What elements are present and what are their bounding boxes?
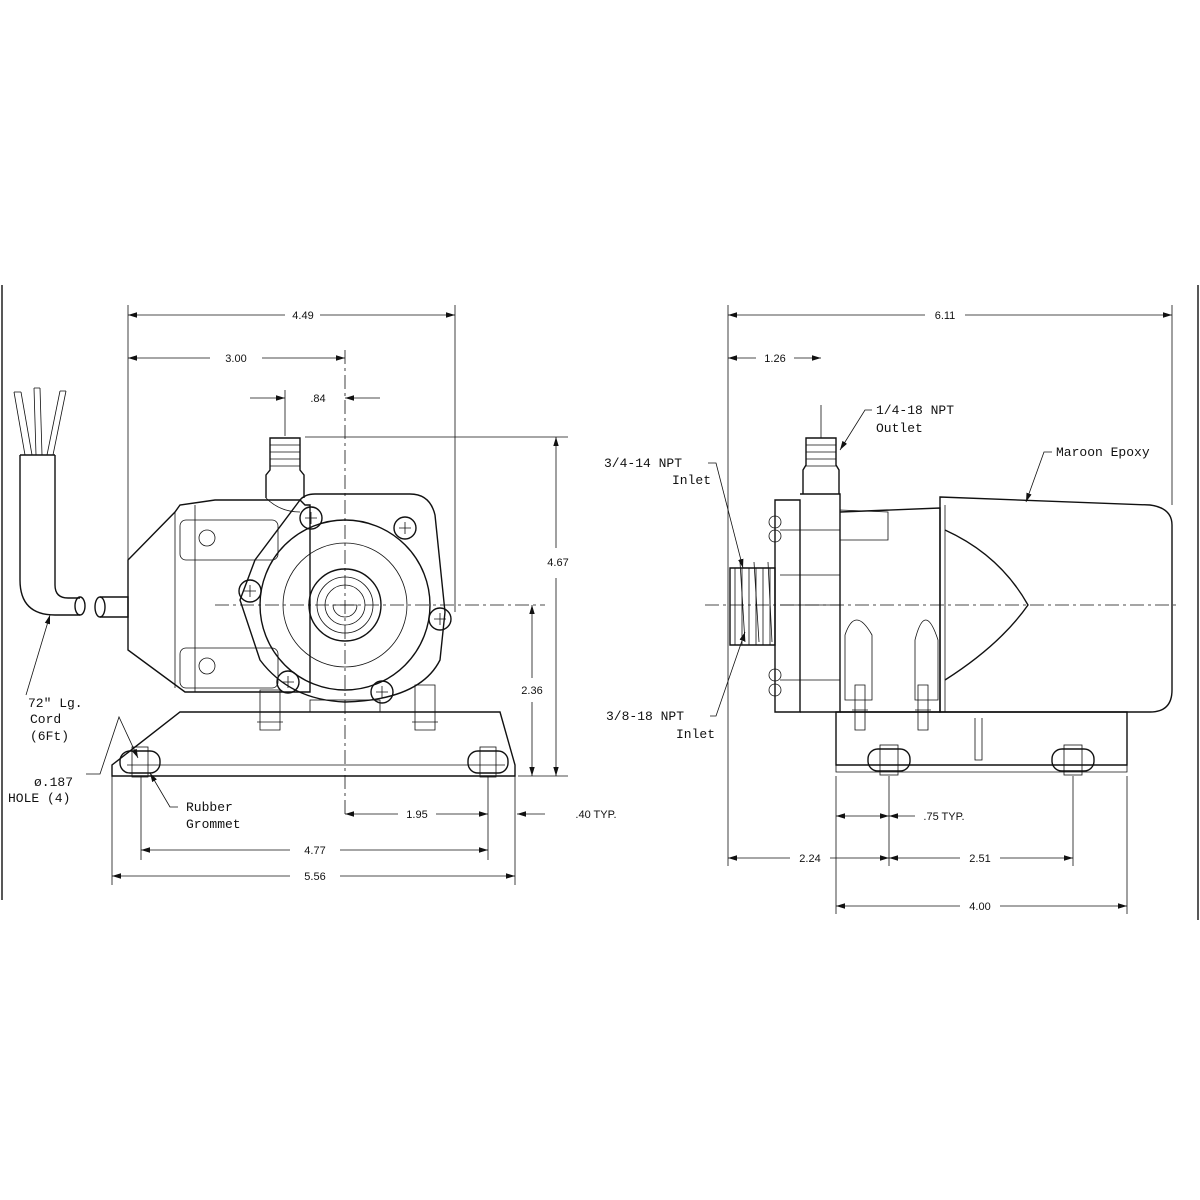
side-outlet-nozzle bbox=[802, 437, 840, 494]
dim-grommet-offset: .40 TYP. bbox=[575, 809, 616, 821]
side-motor-epoxy bbox=[939, 496, 1173, 713]
front-base-plate bbox=[111, 711, 516, 778]
cord-label-line3: (6Ft) bbox=[30, 729, 69, 744]
dim-inlet-to-outlet: 1.26 bbox=[764, 353, 785, 365]
side-view: 6.11 1.26 .75 TYP. 2.24 2.51 4.00 1/4-18… bbox=[604, 305, 1180, 914]
inlet2-label-line2: Inlet bbox=[676, 727, 715, 742]
front-pump-body bbox=[127, 437, 452, 731]
dim-front-to-hole: 2.24 bbox=[799, 853, 820, 865]
hole-label-line1: ø.187 bbox=[34, 775, 73, 790]
dim-overall-length: 6.11 bbox=[935, 310, 956, 322]
dim-hole-spacing: 4.77 bbox=[304, 845, 325, 857]
outlet-label-line2: Outlet bbox=[876, 421, 923, 436]
cord-label-line1: 72" Lg. bbox=[28, 696, 83, 711]
front-view: 4.49 3.00 .84 4.67 2.36 1.95 .40 TYP. 4.… bbox=[8, 305, 617, 885]
grommet-label-line2: Grommet bbox=[186, 817, 241, 832]
inlet2-label-line1: 3/8-18 NPT bbox=[606, 709, 684, 724]
dim-center-height: 2.36 bbox=[521, 685, 542, 697]
grommet-label-line1: Rubber bbox=[186, 800, 233, 815]
power-cord bbox=[13, 387, 129, 618]
dim-mount-offset: 1.95 bbox=[406, 809, 427, 821]
dim-outlet-to-center: .84 bbox=[310, 393, 325, 405]
screw-icons bbox=[238, 506, 452, 704]
dim-overall-height: 4.67 bbox=[547, 557, 568, 569]
dim-outlet-offset: 3.00 bbox=[225, 353, 246, 365]
side-base-plate bbox=[835, 711, 1128, 776]
inlet-label-line1: 3/4-14 NPT bbox=[604, 456, 682, 471]
outlet-label-line1: 1/4-18 NPT bbox=[876, 403, 954, 418]
dim-side-hole-spacing: 2.51 bbox=[969, 853, 990, 865]
cord-label-line2: Cord bbox=[30, 712, 61, 727]
hole-label-line2: HOLE (4) bbox=[8, 791, 70, 806]
dim-base-length: 4.00 bbox=[969, 901, 990, 913]
inlet-label-line2: Inlet bbox=[672, 473, 711, 488]
side-inlet-fitting bbox=[729, 561, 776, 646]
dim-overall-width: 4.49 bbox=[292, 310, 313, 322]
dim-side-grommet-offset: .75 TYP. bbox=[923, 811, 964, 823]
epoxy-label: Maroon Epoxy bbox=[1056, 445, 1150, 460]
side-housing bbox=[768, 493, 941, 731]
dim-base-width: 5.56 bbox=[304, 871, 325, 883]
